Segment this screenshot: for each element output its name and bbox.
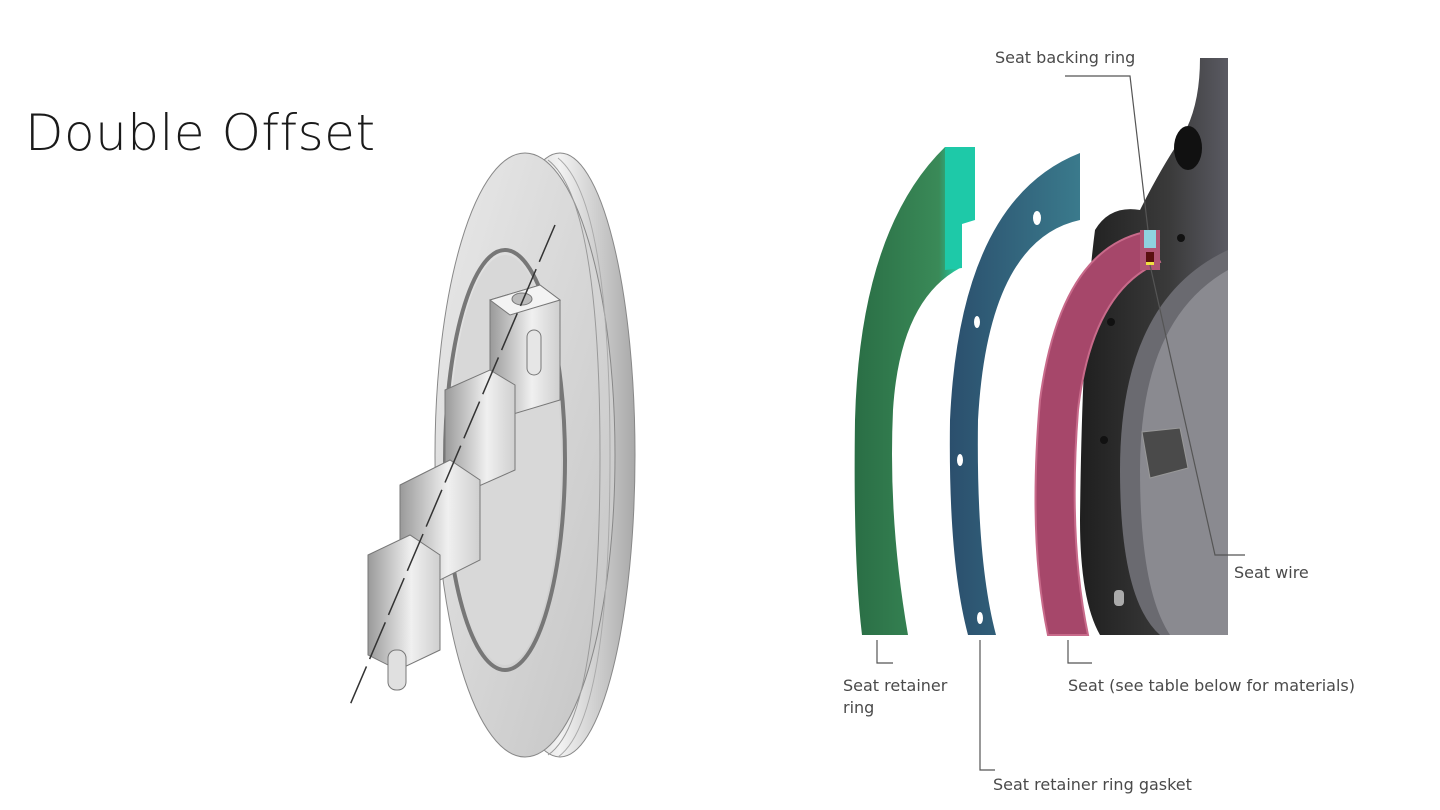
- label-seat: Seat (see table below for materials): [1068, 676, 1355, 695]
- label-seat-retainer-ring-line1: Seat retainer: [843, 676, 948, 695]
- slide-title: Double Offset: [25, 104, 376, 162]
- label-seat-backing-ring: Seat backing ring: [995, 48, 1136, 67]
- label-seat-wire: Seat wire: [1234, 563, 1309, 582]
- label-seat-retainer-ring-gasket: Seat retainer ring gasket: [993, 775, 1192, 794]
- label-seat-retainer-ring-line2: ring: [843, 698, 875, 717]
- label-seat-retainer-ring: Seat retainer ring: [843, 675, 947, 719]
